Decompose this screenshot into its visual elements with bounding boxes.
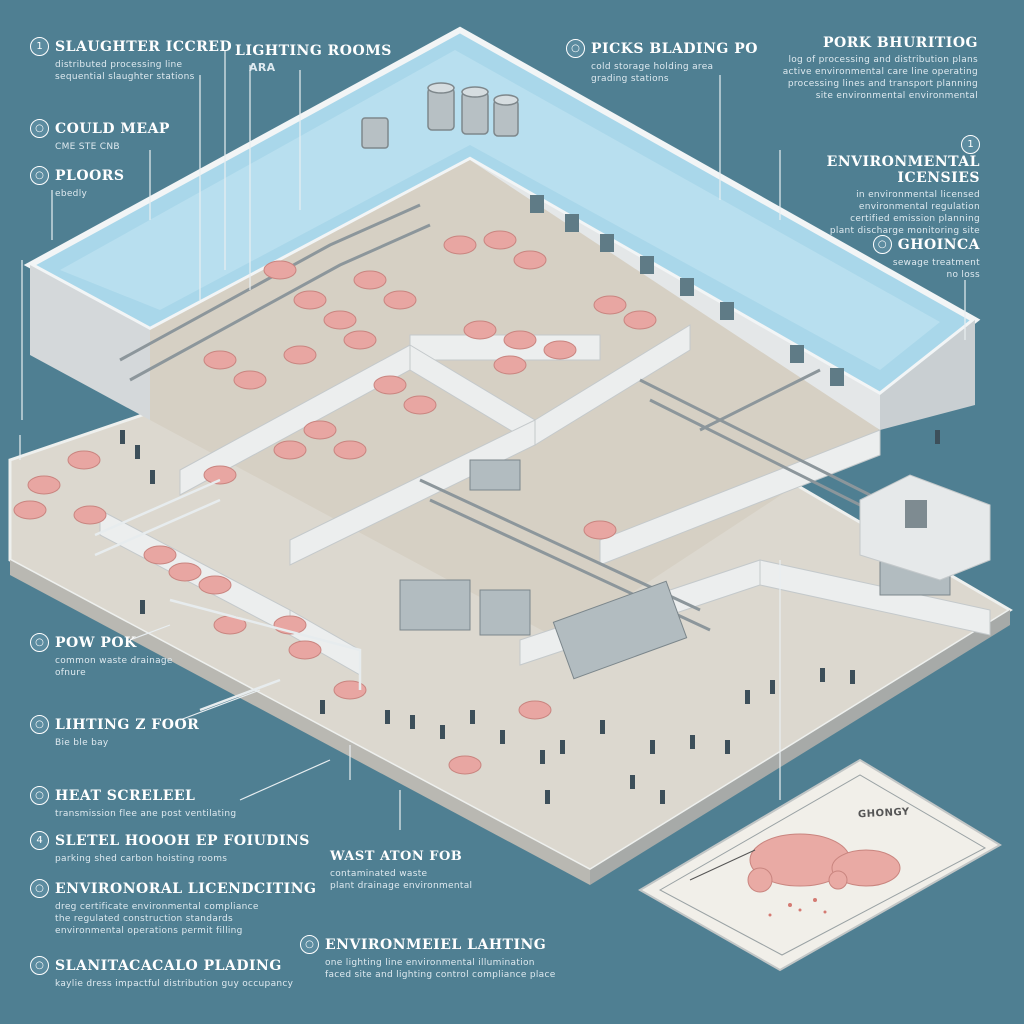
callout-title: SLANITACACALO PLADING (55, 957, 282, 974)
callout-subtitle: cold storage holding area grading statio… (591, 62, 714, 84)
callout-slant: ○ SLANITACACALO PLADING kaylie dress impa… (30, 955, 330, 990)
callout-subtitle: log of processing and distribution plans… (782, 55, 978, 101)
callout-number: ○ (300, 935, 319, 954)
callout-title: COULD MEAP (55, 120, 170, 137)
callout-title: HEAT SCRELEEL (55, 787, 196, 804)
callout-subtitle: distributed processing line sequential s… (55, 60, 195, 82)
callout-title: PORK BHURITIOG (823, 34, 978, 51)
callout-lighting-rooms: LIGHTING ROOMS ARA (235, 40, 435, 74)
callout-number: 4 (30, 831, 49, 850)
info-card (638, 758, 1002, 972)
building-wall-front (880, 320, 975, 430)
callout-waste: WAST ATON FOB contaminated waste plant d… (330, 846, 530, 892)
callout-floors: ○ PLOORS ebedly (30, 165, 290, 200)
callout-number: ○ (30, 786, 49, 805)
callout-number: ○ (30, 956, 49, 975)
ground-edge-right (590, 610, 1010, 885)
leader-lines (19, 50, 966, 830)
callout-title: PICKS BLADING PO (591, 40, 758, 57)
callout-number: ○ (30, 715, 49, 734)
callout-subtitle: parking shed carbon hoisting rooms (55, 854, 228, 864)
callout-title: GHOINCA (897, 236, 980, 253)
callout-lighting-floor: ○ LIHTING Z FOOR Bie ble bay (30, 714, 290, 749)
callout-subtitle: in environmental licensed environmental … (829, 190, 980, 236)
callout-subtitle: sewage treatment no loss (892, 258, 980, 280)
building-wall-left (30, 265, 150, 420)
callout-title: ENVIRONMENTAL ICENSIES (826, 154, 980, 186)
callout-number: ○ (30, 166, 49, 185)
callout-title: SLAUGHTER ICCRED (55, 38, 233, 55)
roof-tanks (361, 82, 519, 149)
pig-pens (13, 230, 657, 775)
callout-title: ENVIRONMEIEL LAHTING (325, 936, 547, 953)
callout-number: ○ (30, 119, 49, 138)
side-room-door (905, 500, 927, 528)
callout-number: 1 (30, 37, 49, 56)
callout-subtitle: common waste drainage ofnure (55, 656, 173, 678)
callout-subtitle: Bie ble bay (55, 738, 109, 748)
callout-title: POW POK (55, 634, 137, 651)
callout-subtitle: transmission flee ane post ventilating (55, 809, 237, 819)
callout-subtitle: dreg certificate environmental complianc… (55, 902, 259, 936)
callout-ghoinca: ○ GHOINCA sewage treatment no loss (820, 234, 980, 281)
callout-steel: 4 SLETEL HOOOH EP FOIUDINS parking shed c… (30, 830, 330, 865)
callout-number: ○ (30, 879, 49, 898)
callout-subtitle: kaylie dress impactful distribution guy … (55, 979, 294, 989)
callout-env-lic-2: 1ENVIRONMENTAL ICENSIES in environmental… (752, 134, 980, 237)
fences (94, 478, 362, 712)
callout-title: ENVIRONORAL LICENDCITING (55, 880, 317, 897)
callout-title: SLETEL HOOOH EP FOIUDINS (55, 832, 310, 849)
callout-number: ○ (30, 633, 49, 652)
callout-pow-pok: ○ POW POK common waste drainage ofnure (30, 632, 290, 679)
callout-env-lic: ○ ENVIRONORAL LICENDCITING dreg certifica… (30, 878, 330, 937)
callout-number: ○ (566, 39, 585, 58)
ground-edge (10, 560, 590, 885)
callout-subtitle: contaminated waste plant drainage enviro… (330, 869, 473, 891)
callout-title: PLOORS (55, 167, 125, 184)
callout-cold: ○ COULD MEAP CME STE CNB (30, 118, 290, 153)
callout-heat: ○ HEAT SCRELEEL transmission flee ane pos… (30, 785, 290, 820)
back-wall-windows (530, 195, 844, 386)
callout-title: WAST ATON FOB (330, 849, 463, 864)
callout-subtitle: one lighting line environmental illumina… (325, 958, 556, 980)
callout-number: ○ (872, 235, 892, 254)
callout-title: LIGHTING ROOMS (235, 42, 392, 59)
callout-env-lighting: ○ ENVIRONMEIEL LAHTING one lighting line … (300, 934, 600, 981)
callout-title: LIHTING Z FOOR (55, 716, 200, 733)
callout-number: 1 (961, 135, 980, 154)
callout-picks: ○ PICKS BLADING PO cold storage holding a… (566, 38, 786, 85)
callout-pork: PORK BHURITIOG log of processing and dis… (740, 32, 978, 102)
callout-subtitle: CME STE CNB (55, 142, 120, 152)
workers (120, 430, 940, 804)
callout-slaughter: 1 SLAUGHTER ICCRED distributed processing… (30, 36, 290, 83)
callout-subtitle: ebedly (55, 189, 88, 199)
callout-subtitle: ARA (249, 61, 276, 74)
